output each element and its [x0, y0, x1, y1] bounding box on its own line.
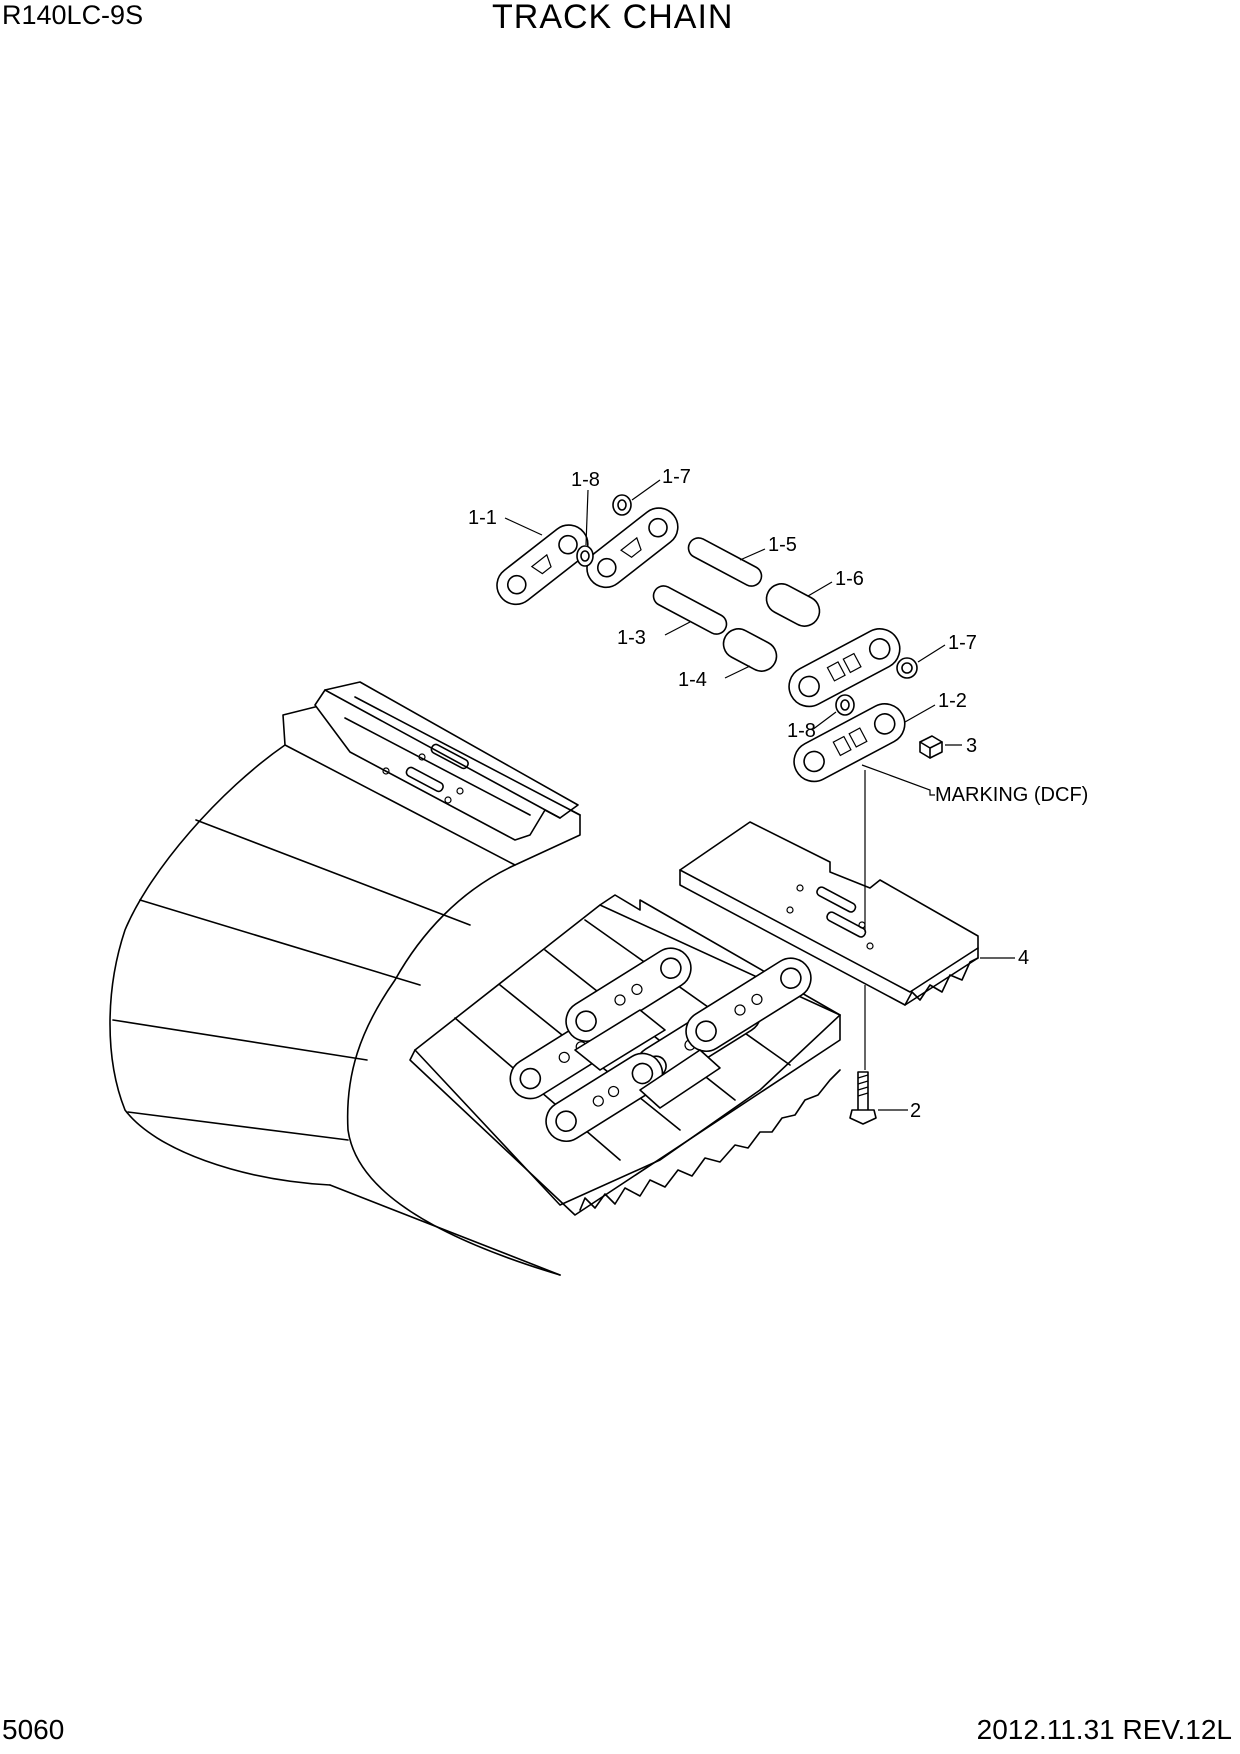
leader-lines — [504, 479, 1015, 1111]
callout-3: 3 — [966, 735, 977, 757]
callout-1-8-lower: 1-8 — [787, 720, 816, 742]
bushing-1-6 — [765, 583, 821, 627]
upper-track-shoe — [282, 681, 581, 866]
callout-1-5: 1-5 — [768, 534, 797, 556]
callout-1-2: 1-2 — [938, 690, 967, 712]
pin-1-3 — [652, 585, 728, 635]
callout-1-4: 1-4 — [678, 669, 707, 691]
nut-3 — [919, 735, 943, 759]
track-belt-loop — [109, 744, 561, 1276]
callout-1-8-top: 1-8 — [571, 469, 600, 491]
link-1-1 — [496, 524, 589, 606]
callout-1-1: 1-1 — [468, 507, 497, 529]
callout-2: 2 — [910, 1100, 921, 1122]
ring-1-7-right — [896, 657, 918, 679]
bolt-2 — [849, 1071, 877, 1125]
pin-1-5 — [687, 537, 763, 587]
seal-1-8-top — [576, 545, 594, 567]
callout-1-7-top: 1-7 — [662, 466, 691, 488]
callout-4: 4 — [1018, 947, 1029, 969]
callout-1-3: 1-3 — [617, 627, 646, 649]
callout-1-7-right: 1-7 — [948, 632, 977, 654]
track-shoe-4 — [679, 821, 979, 1006]
callout-1-6: 1-6 — [835, 568, 864, 590]
revision-stamp: 2012.11.31 REV.12L — [976, 1714, 1232, 1745]
link-lower-pair — [788, 628, 901, 708]
link-upper-pair — [586, 507, 679, 589]
assembled-chain-links — [509, 947, 812, 1142]
lower-track-shoes — [409, 894, 841, 1216]
page-title: TRACK CHAIN — [492, 0, 734, 36]
seal-1-8-lower — [835, 694, 855, 716]
ring-1-7-top — [612, 494, 632, 516]
callout-marking: MARKING (DCF) — [935, 784, 1088, 806]
link-1-2 — [793, 703, 906, 783]
model-name: R140LC-9S — [2, 0, 144, 30]
page-number: 5060 — [2, 1714, 65, 1745]
bushing-1-4 — [722, 628, 778, 672]
